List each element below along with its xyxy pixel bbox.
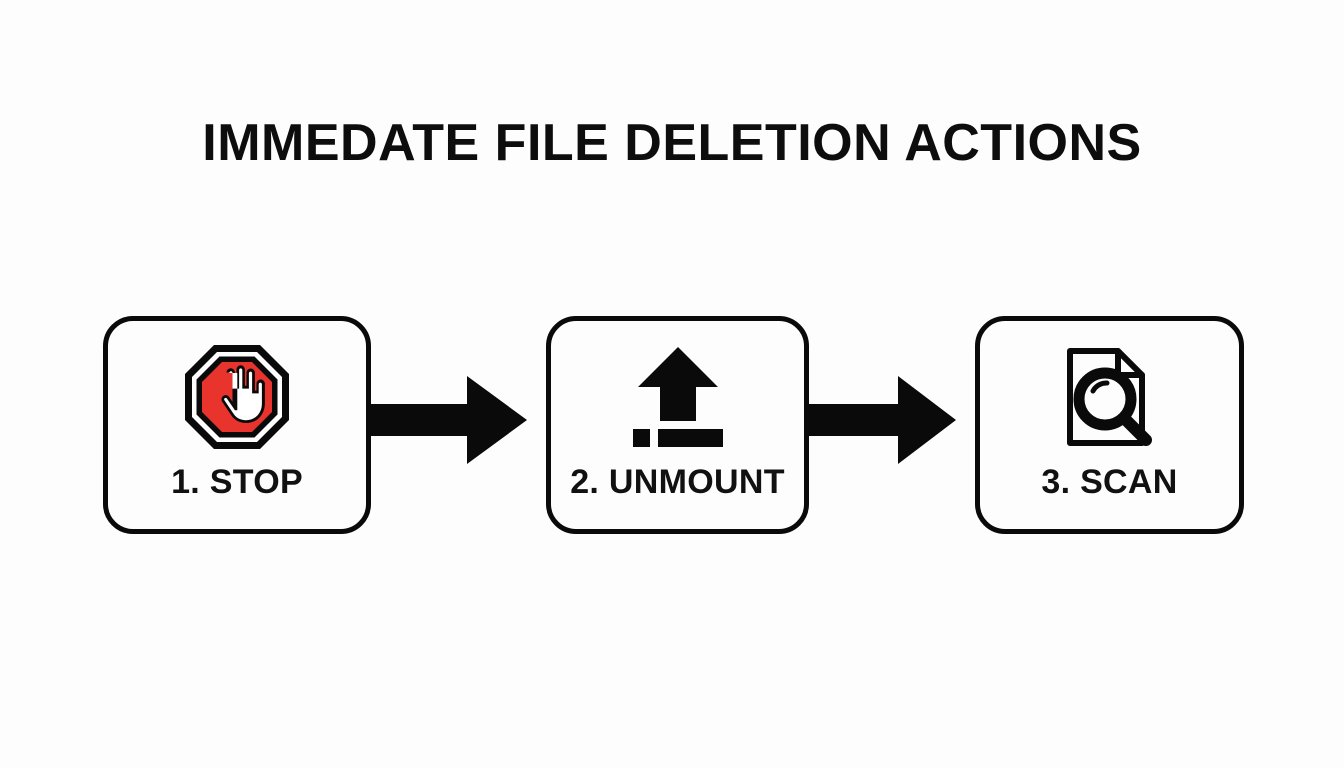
step-card-scan[interactable]: 3. SCAN — [975, 316, 1244, 534]
step-card-label: 1. STOP — [171, 463, 303, 501]
step-card-stop[interactable]: 1. STOP — [103, 316, 371, 534]
process-flow: 1. STOP 2. UNMOUNT — [0, 310, 1344, 540]
step-card-label: 2. UNMOUNT — [570, 463, 785, 501]
page-title: IMMEDATE FILE DELETION ACTIONS — [202, 114, 1142, 172]
document-magnifier-icon — [1058, 341, 1162, 453]
stop-sign-hand-icon — [181, 341, 293, 453]
step-card-unmount[interactable]: 2. UNMOUNT — [546, 316, 809, 534]
eject-icon — [622, 341, 734, 453]
arrow-right-icon — [367, 374, 529, 471]
step-card-label: 3. SCAN — [1041, 463, 1178, 501]
arrow-right-icon — [806, 374, 958, 471]
